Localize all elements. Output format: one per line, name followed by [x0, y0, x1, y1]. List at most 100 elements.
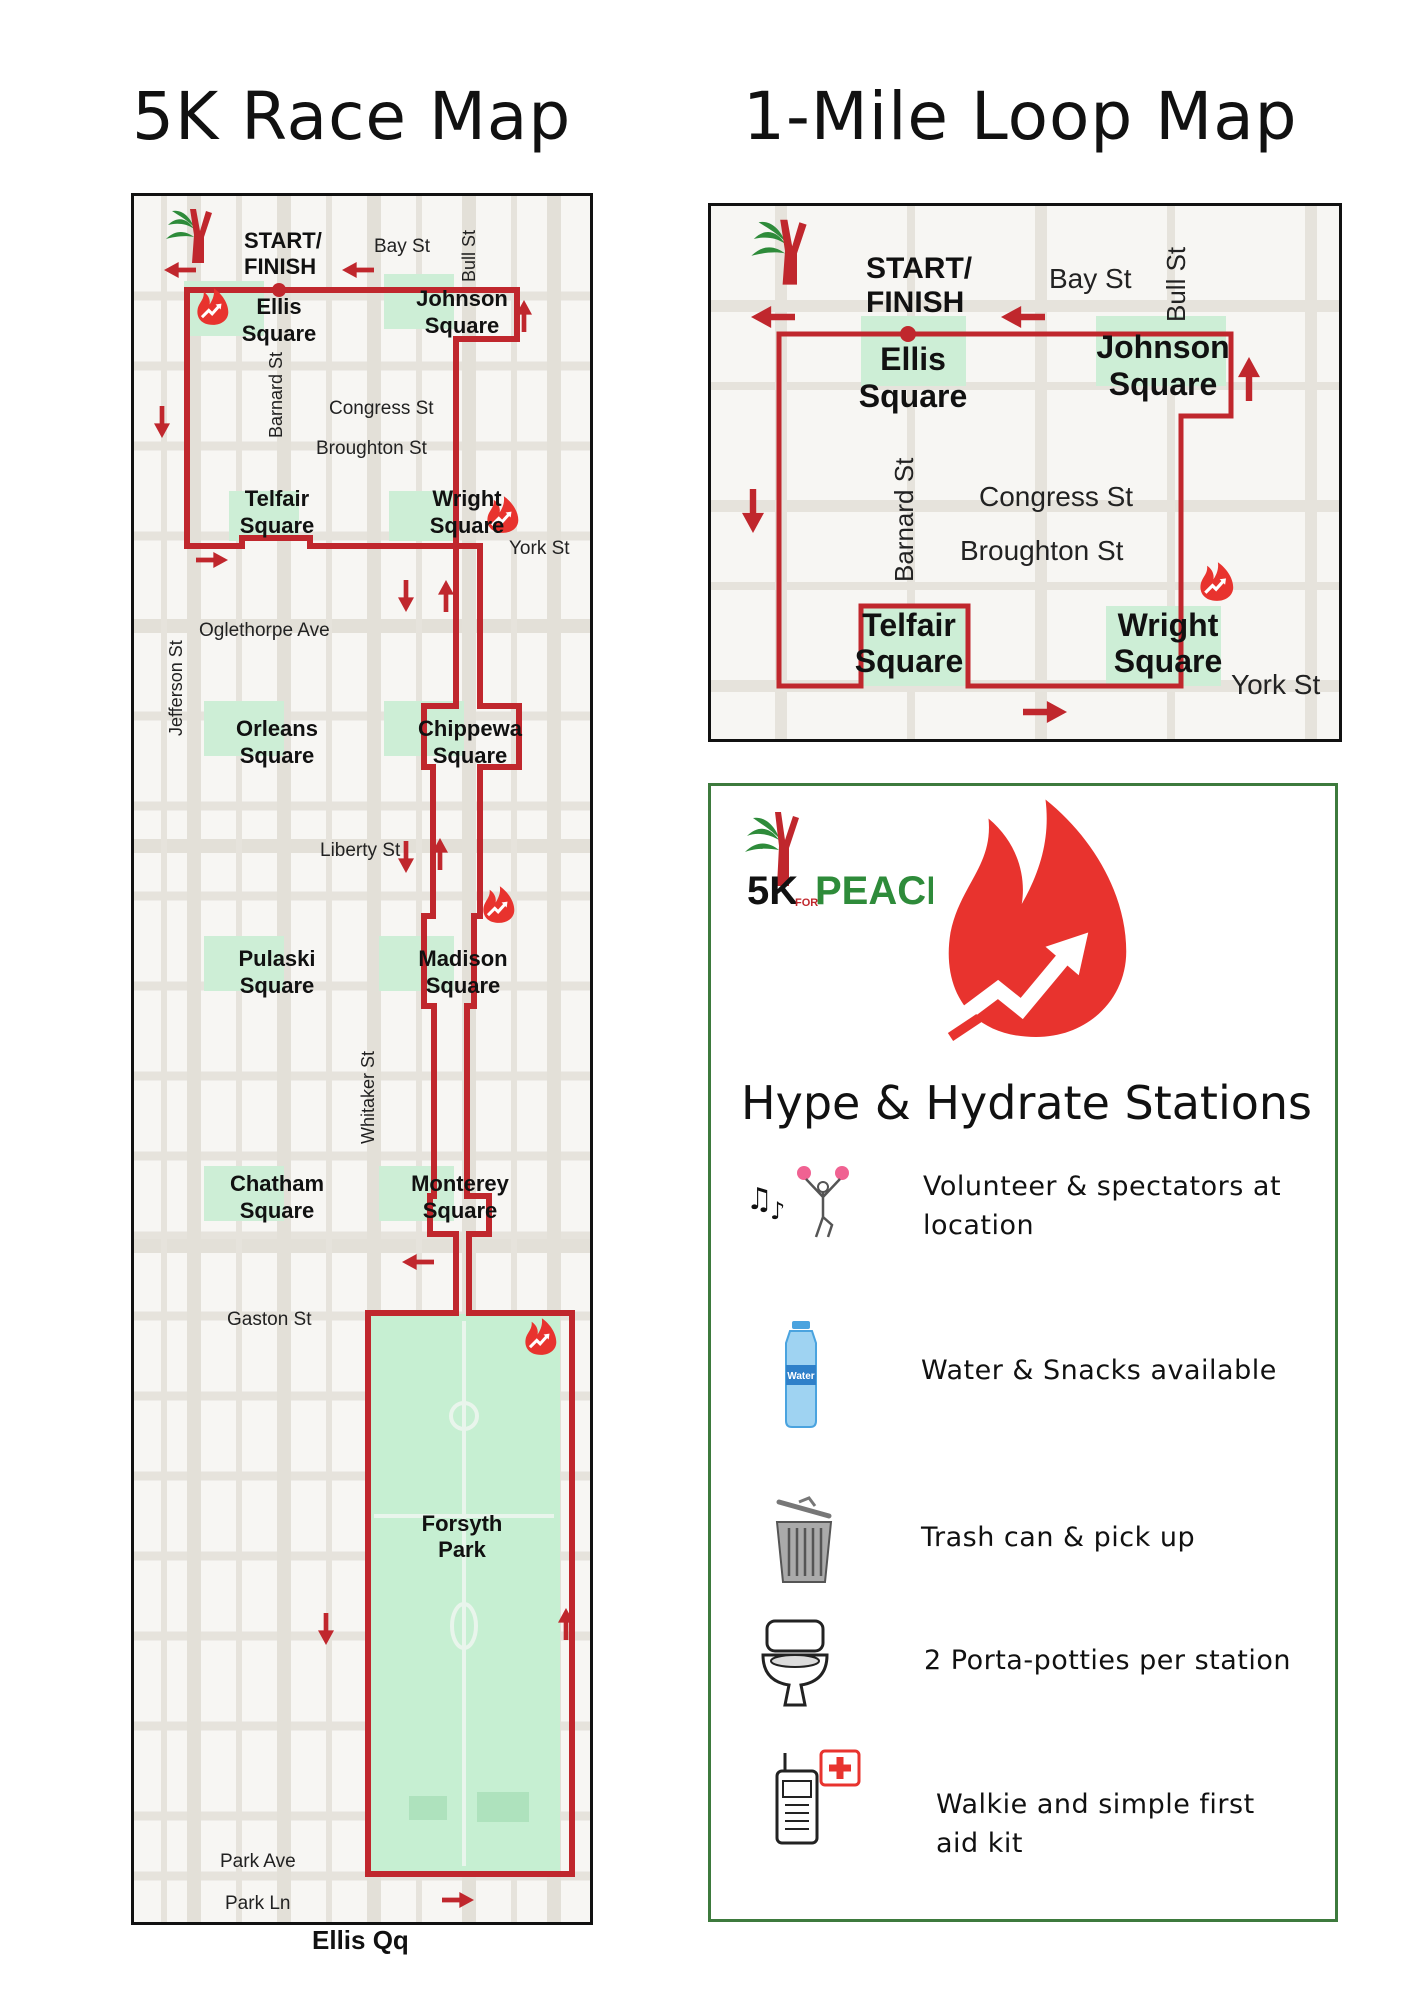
street-york: York St — [1231, 669, 1320, 700]
orleans-square-block — [204, 701, 284, 756]
street-barnard: Barnard St — [266, 352, 286, 438]
ellis-square-label: Ellis — [880, 341, 946, 377]
legend-text-trash: Trash can & pick up — [921, 1518, 1195, 1557]
street-oglethorpe: Oglethorpe Ave — [199, 620, 330, 641]
brand-for: FOR — [795, 897, 818, 909]
street-liberty: Liberty St — [320, 840, 401, 861]
start-finish-label-1: START/ — [866, 252, 973, 285]
street-grid — [134, 196, 590, 1922]
chippewa-square-label: Chippewa — [418, 716, 523, 741]
madison-square-label: Square — [426, 973, 501, 998]
telfair-square-block — [861, 606, 966, 686]
arrow-down-icon — [154, 406, 170, 438]
street-broughton: Broughton St — [316, 438, 428, 459]
madison-square-label: Madison — [418, 946, 507, 971]
loop-map-title: 1-Mile Loop Map — [743, 78, 1298, 155]
johnson-square-label: Johnson — [1096, 329, 1229, 365]
legend-line: Trash can & pick up — [921, 1522, 1196, 1553]
legend-line: 2 Porta-potties per station — [924, 1645, 1292, 1676]
street-bay: Bay St — [374, 236, 431, 257]
forsyth-park — [368, 1314, 560, 1874]
pulaski-square-block — [204, 936, 284, 991]
legend-item-water: Water Water & Snacks available — [711, 1321, 1335, 1431]
telfair-square-label: Telfair — [862, 607, 956, 643]
brand-peace: PEACE — [815, 869, 933, 913]
wright-square-label: Wright — [432, 486, 502, 511]
brand-5k: 5K — [747, 869, 798, 913]
start-finish-label-2: FINISH — [244, 254, 316, 279]
monterey-square-block — [379, 1166, 454, 1221]
street-park-ln: Park Ln — [225, 1893, 290, 1914]
monterey-square-label: Monterey — [411, 1171, 510, 1196]
svg-text:♫: ♫ — [746, 1182, 773, 1217]
chippewa-square-label: Square — [433, 743, 508, 768]
ellis-square-label: Square — [242, 321, 317, 346]
start-finish-label-2: FINISH — [866, 286, 964, 319]
telfair-square-label: Square — [240, 513, 315, 538]
square-labels: Ellis Square Johnson Square Telfair Squa… — [230, 286, 523, 1562]
telfair-square-label: Telfair — [245, 486, 310, 511]
minor-streets — [161, 196, 517, 1922]
loop-squares — [861, 316, 1226, 686]
legend-item-walkie: Walkie and simple first aid kit — [711, 1749, 1335, 1859]
race-map: START/ FINISH Bay St Bull St Barnard St … — [131, 193, 593, 1925]
arrow-up-icon — [438, 580, 454, 612]
street-york: York St — [509, 538, 570, 559]
loop-street-grid — [711, 206, 1339, 739]
hype-station-flame-icon — [941, 798, 1131, 1052]
loop-square-labels: Ellis Square Johnson Square Telfair Squa… — [855, 329, 1230, 679]
loop-route — [776, 331, 1234, 689]
start-finish-marker — [272, 283, 286, 297]
start-finish-label-1: START/ — [244, 228, 322, 253]
toilet-icon — [761, 1619, 831, 1713]
squares — [184, 274, 464, 1221]
wright-square-block — [389, 491, 454, 541]
wright-square-block — [1106, 606, 1221, 686]
legend-line: Volunteer & spectators at — [923, 1171, 1282, 1202]
arrow-up-icon — [1238, 357, 1260, 401]
street-congress: Congress St — [979, 481, 1133, 512]
brand-logo: 5K FOR PEACE — [743, 806, 953, 920]
wright-square-label: Wright — [1118, 607, 1219, 643]
street-broughton: Broughton St — [960, 535, 1124, 566]
street-park-ave: Park Ave — [220, 1851, 296, 1872]
race-map-caption: Ellis Qq — [312, 1925, 409, 1955]
chatham-square-block — [204, 1166, 284, 1221]
race-route — [184, 287, 575, 1877]
legend-panel: 5K FOR PEACE Hype & Hydrate Stations ♫ ♪ — [708, 783, 1338, 1922]
telfair-square-block — [229, 491, 299, 541]
street-bull: Bull St — [1161, 246, 1191, 322]
johnson-square-label: Square — [425, 313, 500, 338]
legend-line: Water & Snacks available — [921, 1355, 1277, 1386]
street-barnard: Barnard St — [889, 457, 919, 582]
street-bull: Bull St — [459, 230, 479, 282]
telfair-square-label: Square — [855, 643, 963, 679]
chatham-square-label: Square — [240, 1198, 315, 1223]
johnson-square-block — [1096, 316, 1226, 386]
street-bay: Bay St — [1049, 263, 1132, 294]
forsyth-park-label: Park — [438, 1537, 486, 1562]
street-gaston: Gaston St — [227, 1309, 312, 1330]
forsyth-park-label: Forsyth — [422, 1511, 503, 1536]
wright-square-label: Square — [430, 513, 505, 538]
legend-line: Walkie and simple first — [936, 1789, 1255, 1820]
legend-text-water: Water & Snacks available — [921, 1351, 1277, 1390]
chatham-square-label: Chatham — [230, 1171, 324, 1196]
loop-street-labels: Bay St Bull St Barnard St Congress St Br… — [889, 246, 1320, 700]
start-finish-marker — [900, 326, 916, 342]
madison-square-block — [379, 936, 454, 991]
arrow-down-icon — [398, 580, 414, 612]
loop-map: START/ FINISH Bay St Bull St Barnard St … — [708, 203, 1342, 742]
monterey-square-label: Square — [423, 1198, 498, 1223]
orleans-square-label: Orleans — [236, 716, 318, 741]
johnson-square-label: Square — [1109, 366, 1217, 402]
street-labels: Bay St Bull St Barnard St Congress St Br… — [166, 230, 570, 1914]
street-jefferson: Jefferson St — [166, 640, 186, 736]
street-whitaker: Whitaker St — [358, 1051, 378, 1144]
walkie-first-aid-icon — [771, 1749, 861, 1853]
bottle-label: Water — [787, 1371, 815, 1382]
orleans-square-label: Square — [240, 743, 315, 768]
legend-text-volunteers: Volunteer & spectators at location — [923, 1167, 1281, 1245]
legend-text-toilets: 2 Porta-potties per station — [924, 1641, 1291, 1680]
legend-item-volunteers: ♫ ♪ Volunteer & spectators at location — [711, 1161, 1335, 1261]
